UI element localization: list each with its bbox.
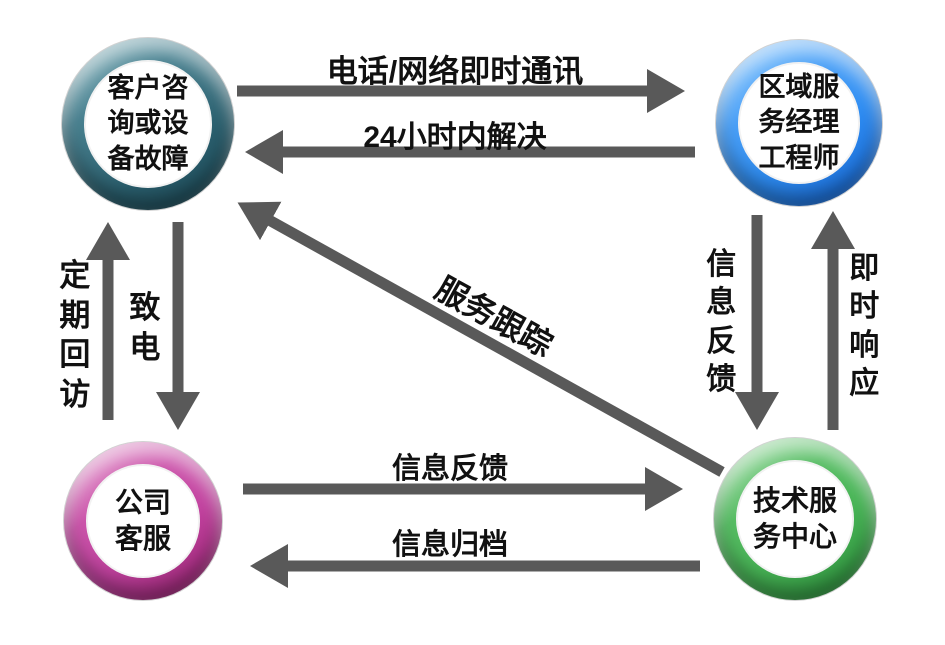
edge-label-periodic-visit: 定期回访 <box>59 258 91 413</box>
node-company-customer-service-inner: 公司客服 <box>86 464 200 578</box>
edge-label-phone: 电话/网络即时通讯 <box>326 54 584 89</box>
node-company-customer-service: 公司客服 <box>64 442 222 600</box>
edge-label-call: 致电 <box>129 290 161 365</box>
node-customer-inquiry-inner: 客户咨询或设备故障 <box>84 60 212 188</box>
node-regional-service-manager: 区域服务经理工程师 <box>716 40 882 206</box>
edge-label-resolve24: 24小时内解决 <box>363 121 547 154</box>
node-customer-inquiry: 客户咨询或设备故障 <box>62 38 234 210</box>
node-company-customer-service-label: 公司客服 <box>114 486 171 554</box>
node-regional-service-manager-inner: 区域服务经理工程师 <box>738 62 860 184</box>
node-regional-service-manager-label: 区域服务经理工程师 <box>758 72 840 173</box>
edge-label-feedback-right: 信息反馈 <box>706 248 737 397</box>
edge-label-feedback-bottom: 信息反馈 <box>391 453 508 485</box>
edge-label-archive: 信息归档 <box>391 529 508 561</box>
arrow-service-tracking <box>237 201 725 477</box>
node-customer-inquiry-label: 客户咨询或设备故障 <box>107 73 189 174</box>
edge-label-instant-response: 即时响应 <box>849 252 880 401</box>
node-technical-service-center-label: 技术服务中心 <box>752 484 837 552</box>
node-technical-service-center-inner: 技术服务中心 <box>736 460 854 578</box>
node-technical-service-center: 技术服务中心 <box>714 438 876 600</box>
